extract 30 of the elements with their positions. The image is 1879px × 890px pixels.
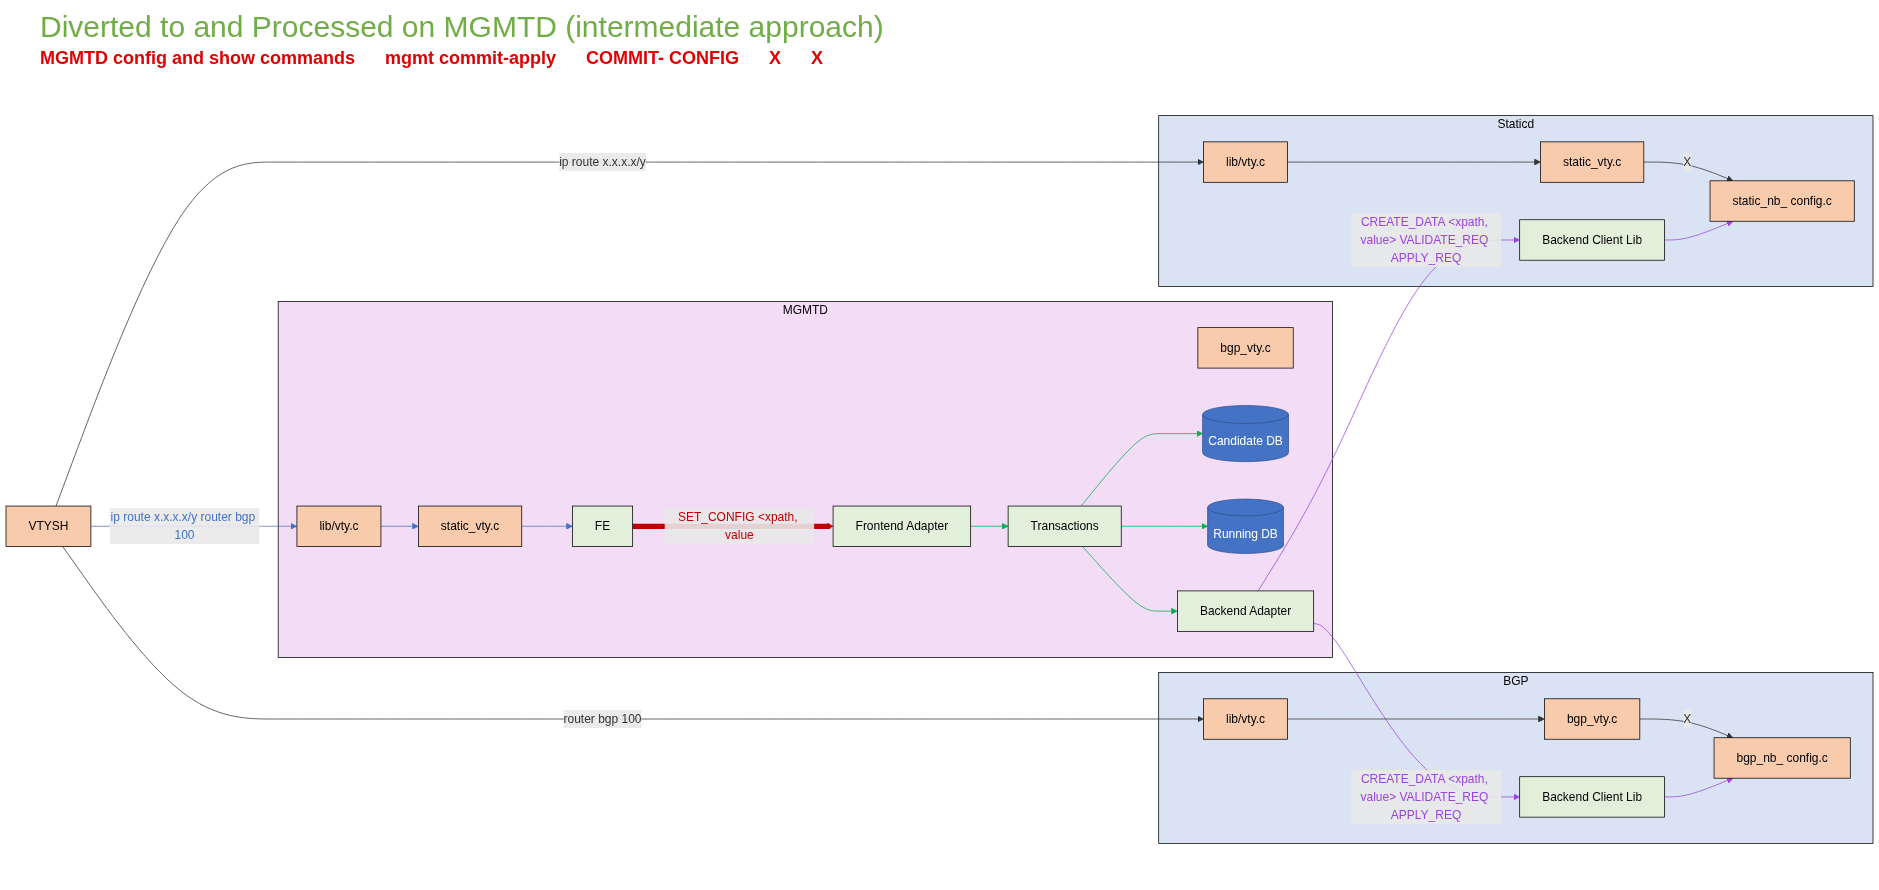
note-text: COMMIT- CONFIG [586, 48, 740, 69]
node-box: FE [572, 505, 633, 547]
edge-label: ip route x.x.x.x/y [559, 155, 646, 169]
edge-label: CREATE_DATA <xpath, value> VALIDATE_REQ APPLY_REQ [1360, 772, 1489, 821]
edge-label: X [1683, 155, 1692, 169]
node-box: lib/vty.c [296, 505, 382, 547]
node-box: static_vty.c [418, 505, 523, 547]
node-box: Backend Adapter [1177, 590, 1315, 632]
node-box: lib/vty.c [1203, 141, 1288, 183]
note-text: mgmt commit-apply [385, 48, 557, 69]
node-box: Backend Client Lib [1519, 219, 1665, 261]
edge-label: CREATE_DATA <xpath, value> VALIDATE_REQ APPLY_REQ [1360, 215, 1489, 264]
node-box: bgp_nb_ config.c [1713, 737, 1851, 779]
note-text: MGMTD config and show commands [40, 48, 355, 69]
node-box: Transactions [1007, 505, 1122, 547]
note-text: X [811, 48, 824, 69]
edge-label: SET_CONFIG <xpath, value [677, 510, 798, 542]
edge-label: router bgp 100 [563, 712, 642, 726]
node-box: bgp_vty.c [1544, 698, 1641, 740]
node-box: static_vty.c [1540, 141, 1645, 183]
node-box: bgp_vty.c [1197, 327, 1294, 369]
node-box: VTYSH [5, 505, 92, 547]
node-box: static_nb_ config.c [1709, 180, 1855, 222]
title: Diverted to and Processed on MGMTD (intermediate approach) [39, 9, 885, 45]
edge-label: X [1683, 712, 1692, 726]
edge-label: ip route x.x.x.x/y router bgp 100 [110, 510, 256, 542]
note-text: X [769, 48, 782, 69]
node-box: Backend Client Lib [1519, 776, 1665, 818]
node-box: lib/vty.c [1203, 698, 1288, 740]
node-box: Frontend Adapter [832, 505, 972, 547]
